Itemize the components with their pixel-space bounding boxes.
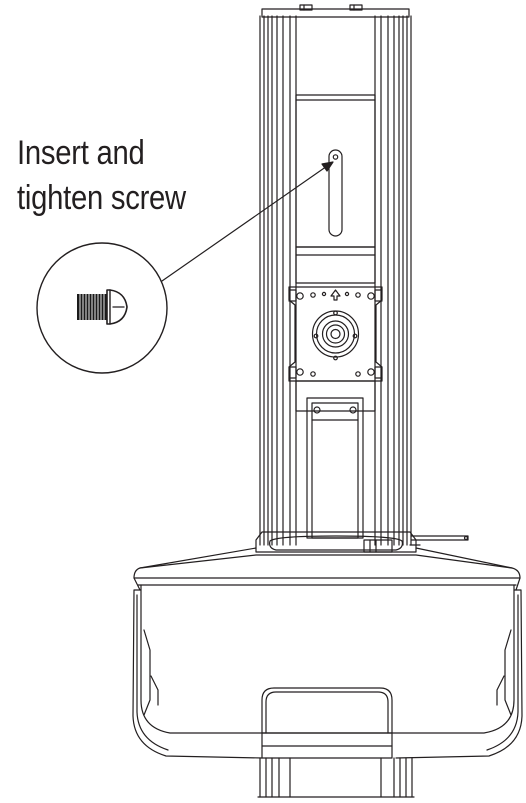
- instruction-label: Insert and tighten screw: [17, 131, 206, 221]
- screw-icon: [77, 289, 128, 325]
- lower-carriage: [295, 380, 376, 539]
- upright-column: [259, 4, 412, 546]
- instruction-line-1: Insert and: [17, 134, 145, 172]
- screw-detail-callout: [36, 161, 334, 374]
- instruction-line-2: tighten screw: [17, 179, 186, 217]
- housing: [132, 531, 523, 798]
- vesa-mount-plate: [288, 286, 383, 382]
